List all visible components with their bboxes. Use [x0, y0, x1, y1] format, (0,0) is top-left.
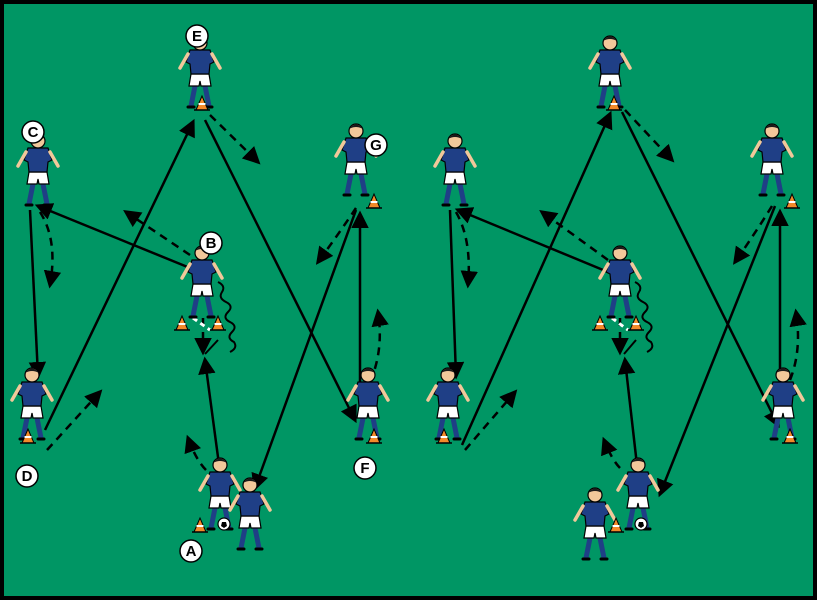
- label-f: F: [353, 456, 377, 480]
- label-e: E: [185, 24, 209, 48]
- svg-text:C: C: [28, 124, 39, 141]
- svg-text:E: E: [192, 28, 202, 45]
- label-g: G: [364, 133, 388, 157]
- pass-lines: [28, 118, 369, 492]
- left-drill: [12, 36, 388, 549]
- svg-text:D: D: [22, 468, 33, 485]
- svg-text:A: A: [186, 543, 197, 560]
- run-lines: [454, 109, 807, 469]
- dribble-path: [217, 281, 237, 353]
- pass-lines: [446, 110, 789, 498]
- svg-text:F: F: [360, 460, 369, 477]
- position-labels: A B C D E F G: [15, 24, 388, 563]
- label-b: B: [199, 231, 223, 255]
- label-a: A: [179, 539, 203, 563]
- label-c: C: [21, 120, 45, 144]
- svg-text:B: B: [206, 235, 217, 252]
- label-d: D: [15, 464, 39, 488]
- svg-text:G: G: [370, 137, 382, 154]
- dribble-path: [634, 281, 654, 353]
- ball: [217, 517, 231, 531]
- ball: [634, 517, 648, 531]
- right-drill: [428, 36, 807, 559]
